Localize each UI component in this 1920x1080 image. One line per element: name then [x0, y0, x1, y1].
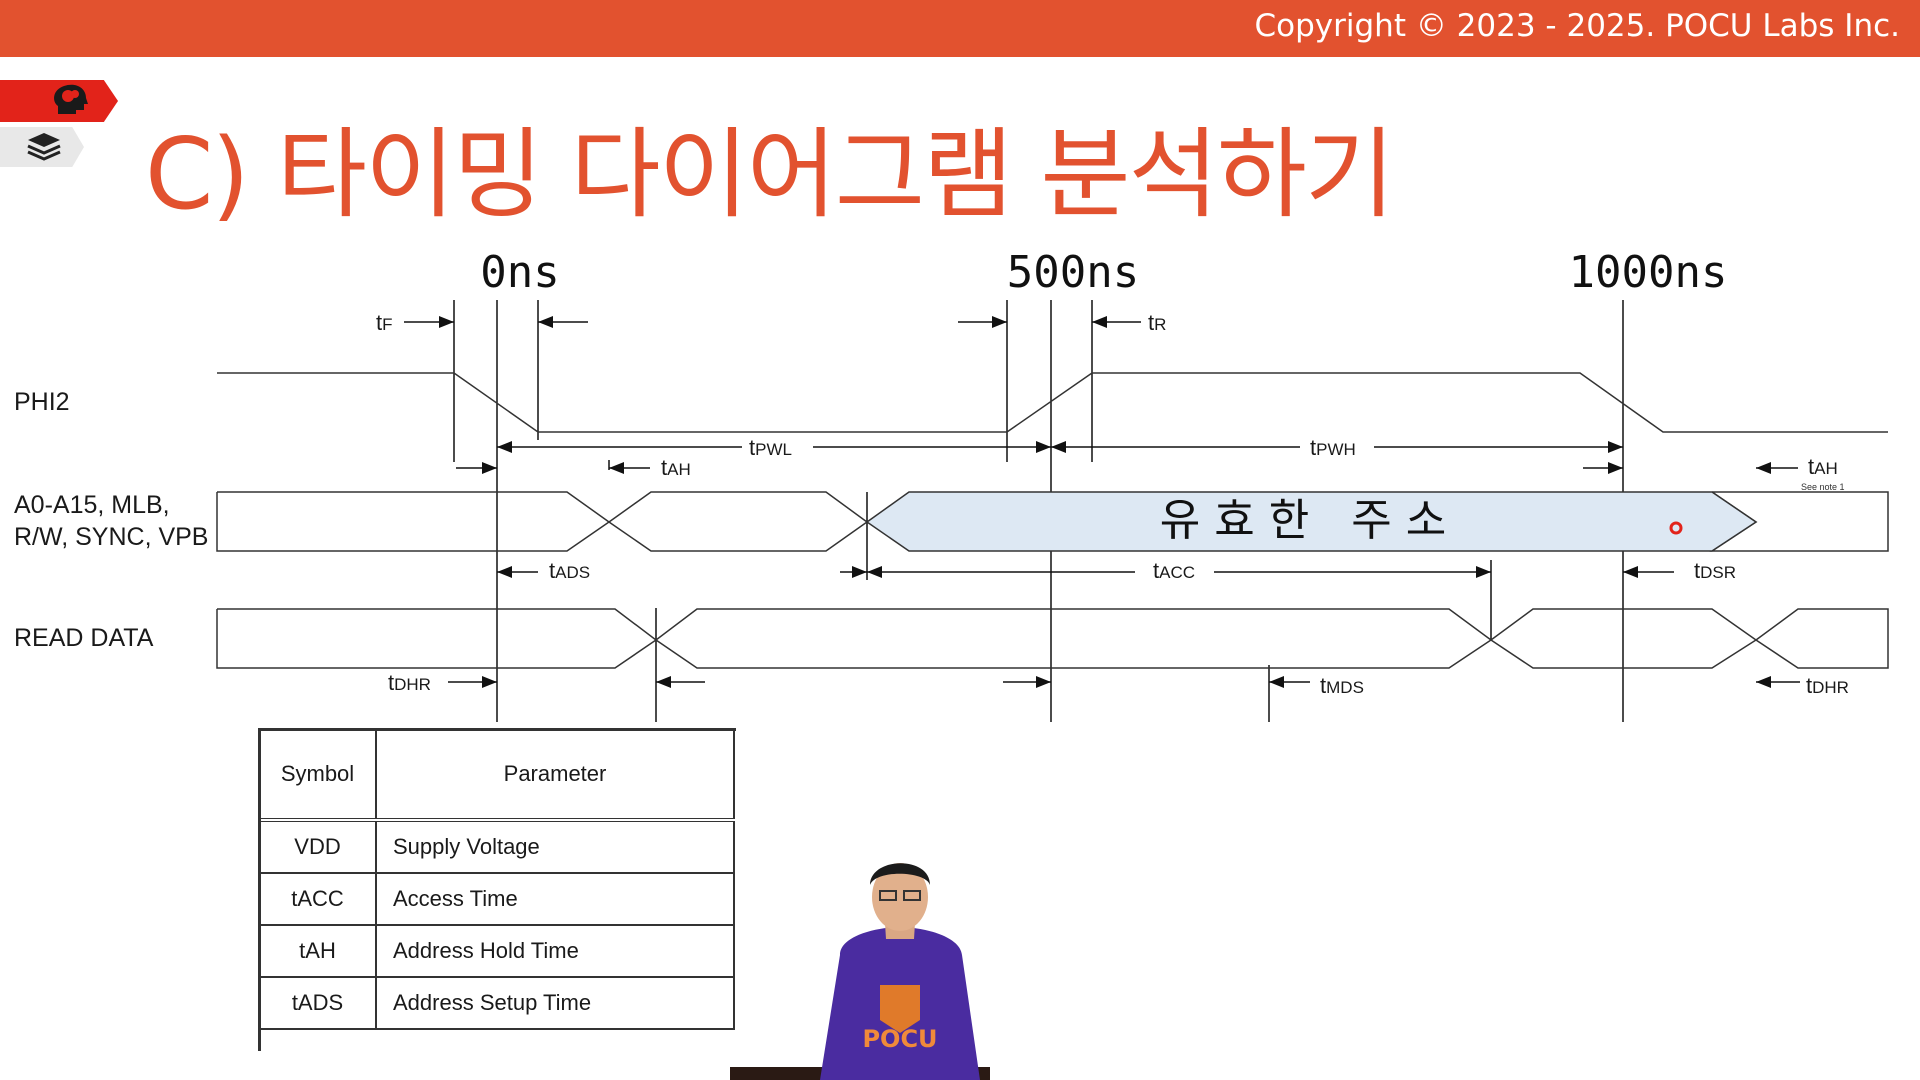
label-tdhr: tDHR	[388, 670, 431, 695]
shirt-logo: POCU	[862, 1025, 937, 1053]
header-symbol: Symbol	[260, 730, 377, 822]
signal-label-address-1: A0-A15, MLB,	[14, 491, 170, 519]
signal-label-read-data: READ DATA	[14, 624, 154, 652]
valid-address-label: 유효한 주소	[1160, 495, 1460, 546]
cell-parameter: Address Hold Time	[376, 925, 735, 978]
label-tdhr-2: tDHR	[1806, 673, 1849, 698]
slide-title: C) 타이밍 다이어그램 분석하기	[145, 118, 1395, 232]
time-marker-500ns: 500ns	[1007, 247, 1139, 298]
table-row: VDD Supply Voltage	[260, 820, 735, 874]
parameter-table: Symbol Parameter VDD Supply Voltage tACC…	[260, 730, 735, 1030]
presenter-video: POCU	[730, 863, 990, 1080]
table-row: tACC Access Time	[260, 873, 735, 926]
label-tmds: tMDS	[1320, 673, 1364, 698]
table-row: tADS Address Setup Time	[260, 977, 735, 1030]
brain-head-icon	[54, 84, 88, 114]
label-tpwl: tPWL	[749, 435, 792, 460]
label-tacc: tACC	[1153, 558, 1195, 583]
signal-label-address-2: R/W, SYNC, VPB	[14, 523, 208, 551]
label-tr: tR	[1148, 310, 1166, 335]
signal-label-phi2: PHI2	[14, 388, 70, 416]
cell-symbol: tACC	[260, 873, 377, 926]
valid-address-region	[865, 491, 1758, 552]
table-row: tAH Address Hold Time	[260, 925, 735, 978]
side-tab-layers[interactable]	[0, 127, 84, 167]
copyright-text: Copyright © 2023 - 2025. POCU Labs Inc.	[1254, 8, 1901, 44]
layers-stack-icon	[27, 133, 61, 161]
cell-parameter: Supply Voltage	[376, 820, 735, 874]
cell-parameter: Access Time	[376, 873, 735, 926]
cell-symbol: tADS	[260, 977, 377, 1030]
label-tads: tADS	[549, 558, 590, 583]
phi2-waveform	[217, 372, 1888, 433]
time-marker-0ns: 0ns	[480, 247, 559, 298]
table-header-row: Symbol Parameter	[260, 730, 735, 822]
see-note-text: See note 1	[1801, 482, 1845, 492]
pointer-dot	[1669, 521, 1683, 535]
header-parameter: Parameter	[376, 730, 735, 822]
label-tdsr: tDSR	[1694, 558, 1736, 583]
label-tah: tAH	[661, 455, 691, 480]
label-tf: tF	[376, 310, 393, 335]
time-marker-1000ns: 1000ns	[1569, 247, 1728, 298]
label-tpwh: tPWH	[1310, 435, 1356, 460]
table-frame	[258, 728, 736, 1051]
cell-symbol: VDD	[260, 820, 377, 874]
cell-parameter: Address Setup Time	[376, 977, 735, 1030]
cell-symbol: tAH	[260, 925, 377, 978]
header-bar: Copyright © 2023 - 2025. POCU Labs Inc.	[0, 0, 1920, 57]
label-tah-2: tAH	[1808, 454, 1838, 479]
read-data-waveform	[216, 608, 1889, 669]
